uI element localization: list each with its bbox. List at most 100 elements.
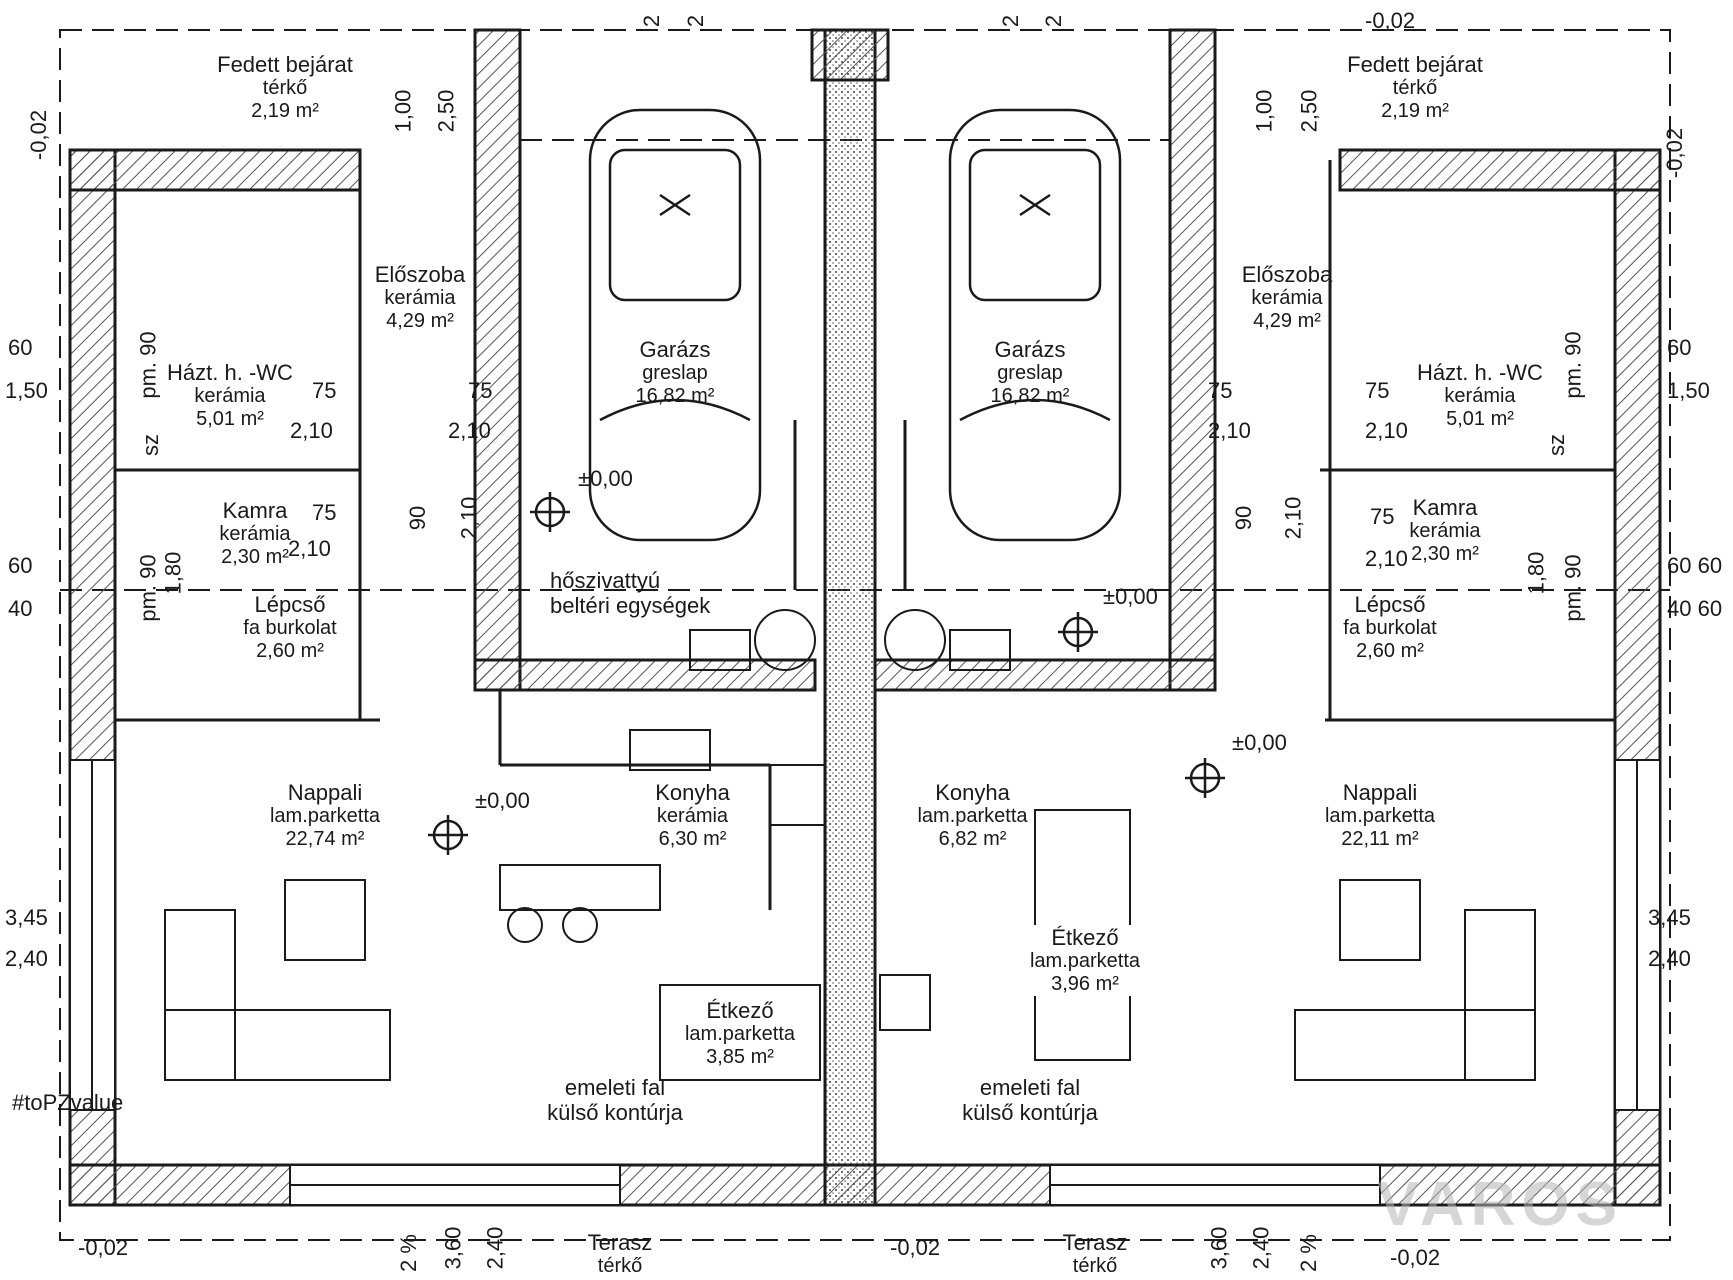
room-floor: térkő: [597, 1255, 643, 1278]
dim-door-75-b: 75: [468, 378, 493, 403]
room-floor: lam.parketta: [1324, 805, 1436, 828]
room-area: 2,19 m²: [251, 100, 319, 123]
level-right-vertical: -0,02: [1662, 127, 1688, 179]
car-left: [588, 108, 762, 542]
wc-left-label: Házt. h. -WC kerámia 5,01 m²: [160, 360, 300, 431]
watermark-logo: VAROS: [1377, 1170, 1623, 1239]
dim-left-240: 2,40: [5, 946, 48, 971]
dim-door-210-b: 2,10: [448, 418, 491, 443]
room-floor: kerámia: [1409, 520, 1481, 543]
dim-sz-a: sz: [138, 434, 163, 456]
dining-right-label: Étkező lam.parketta 3,96 m²: [1015, 925, 1155, 997]
window-right-living: [1614, 759, 1661, 1111]
upper-wall-note-left: emeleti fal külső kontúrja: [535, 1075, 695, 1126]
garage-right-label: Garázs greslap 16,82 m²: [975, 337, 1085, 408]
room-name: Étkező: [1051, 925, 1119, 950]
wc-right-label: Házt. h. -WC kerámia 5,01 m²: [1410, 360, 1550, 431]
room-floor: greslap: [642, 362, 708, 385]
dim-left-345: 3,45: [5, 905, 48, 930]
dim-door-75-f: 75: [1370, 504, 1395, 529]
room-name: Konyha: [655, 780, 730, 805]
room-area: 3,85 m²: [706, 1046, 774, 1069]
dim-door-75-e: 75: [1365, 378, 1390, 403]
room-area: 2,30 m²: [221, 546, 289, 569]
dim-door-75-a: 75: [312, 378, 337, 403]
level-garage-left: ±0,00: [578, 466, 633, 491]
room-name: Konyha: [935, 780, 1010, 805]
room-name: Fedett bejárat: [1347, 52, 1483, 77]
furniture-left: [164, 729, 826, 1081]
room-area: 16,82 m²: [990, 385, 1070, 408]
dim-top-2-c: 2: [998, 14, 1024, 28]
level-living-left: ±0,00: [475, 788, 530, 813]
room-name: Kamra: [1412, 495, 1478, 520]
dim-top-2-d: 2: [1041, 14, 1067, 28]
room-name: Terasz: [1062, 1230, 1128, 1255]
living-left-label: Nappali lam.parketta 22,74 m²: [245, 780, 405, 851]
room-area: 4,29 m²: [386, 310, 454, 333]
room-area: 3,96 m²: [1051, 973, 1119, 996]
room-name: Házt. h. -WC: [167, 360, 293, 385]
room-floor: térkő: [1392, 77, 1438, 100]
room-area: 5,01 m²: [196, 408, 264, 431]
level-left-vertical: -0,02: [26, 109, 52, 161]
terrace-door-right: [1049, 1164, 1381, 1206]
dim-door-210-c: 2,10: [288, 536, 331, 561]
room-area: 5,01 m²: [1446, 408, 1514, 431]
dim-left-150: 1,50: [5, 378, 48, 403]
dim-entrance-left-100: 1,00: [390, 89, 416, 133]
dim-door-90-v: 90: [405, 505, 431, 531]
dim-entrance-left-250: 2,50: [433, 89, 459, 133]
room-floor: greslap: [997, 362, 1063, 385]
dim-door-90-v-right: 90: [1231, 505, 1257, 531]
garage-left-label: Garázs greslap 16,82 m²: [620, 337, 730, 408]
room-floor: lam.parketta: [684, 1023, 796, 1046]
room-floor: kerámia: [656, 805, 729, 828]
dim-right-60a: 60: [1667, 335, 1692, 360]
dim-top-2-a: 2: [639, 14, 665, 28]
room-area: 2,60 m²: [256, 640, 324, 663]
room-floor: térkő: [1072, 1255, 1118, 1278]
dim-door-75-c: 75: [312, 500, 337, 525]
level-bottom-mid: -0,02: [890, 1235, 941, 1260]
dim-240-left: 2,40: [482, 1226, 508, 1270]
room-name: Fedett bejárat: [217, 52, 353, 77]
dim-left-60b: 60: [8, 553, 33, 578]
level-bottom-right: -0,02: [1390, 1245, 1441, 1270]
room-floor: fa burkolat: [243, 617, 337, 640]
upper-wall-note-right: emeleti fal külső kontúrja: [950, 1075, 1110, 1126]
room-floor: lam.parketta: [1029, 950, 1141, 973]
room-floor: kerámia: [219, 523, 291, 546]
dim-right-4060: 40 60: [1667, 596, 1723, 621]
note-line: külső kontúrja: [962, 1100, 1098, 1126]
dim-right-6060: 60 60: [1667, 553, 1723, 578]
kitchen-right-label: Konyha lam.parketta 6,82 m²: [910, 780, 1035, 851]
dim-entrance-right-100: 1,00: [1251, 89, 1277, 133]
room-name: Nappali: [1342, 780, 1418, 805]
dim-door-210-d: 2,10: [1208, 418, 1251, 443]
dim-180-a: 1,80: [160, 551, 186, 595]
dim-240-right: 2,40: [1248, 1226, 1274, 1270]
level-markers: [428, 492, 1225, 855]
dim-360-left: 3,60: [440, 1226, 466, 1270]
terrace-door-left: [289, 1164, 621, 1206]
room-name: Nappali: [287, 780, 363, 805]
room-area: 2,19 m²: [1381, 100, 1449, 123]
dim-2pct-right: 2 %: [1295, 1234, 1321, 1272]
room-name: Étkező: [706, 998, 774, 1023]
dim-360-right: 3,60: [1206, 1226, 1232, 1270]
level-bottom-left: -0,02: [78, 1235, 129, 1260]
room-floor: térkő: [262, 77, 308, 100]
stairs-right-label: Lépcső fa burkolat 2,60 m²: [1330, 592, 1450, 663]
dim-left-40: 40: [8, 596, 33, 621]
level-garage-right: ±0,00: [1103, 584, 1158, 609]
dining-left-label: Étkező lam.parketta 3,85 m²: [665, 998, 815, 1070]
room-floor: lam.parketta: [269, 805, 381, 828]
dim-top-2-b: 2: [683, 14, 709, 28]
room-name: Kamra: [222, 498, 288, 523]
room-area: 2,30 m²: [1411, 543, 1479, 566]
dim-door-210-v: 2,10: [456, 496, 482, 540]
entrance-left-label: Fedett bejárat térkő 2,19 m²: [200, 52, 370, 123]
dim-pm90-b: pm. 90: [135, 554, 161, 622]
